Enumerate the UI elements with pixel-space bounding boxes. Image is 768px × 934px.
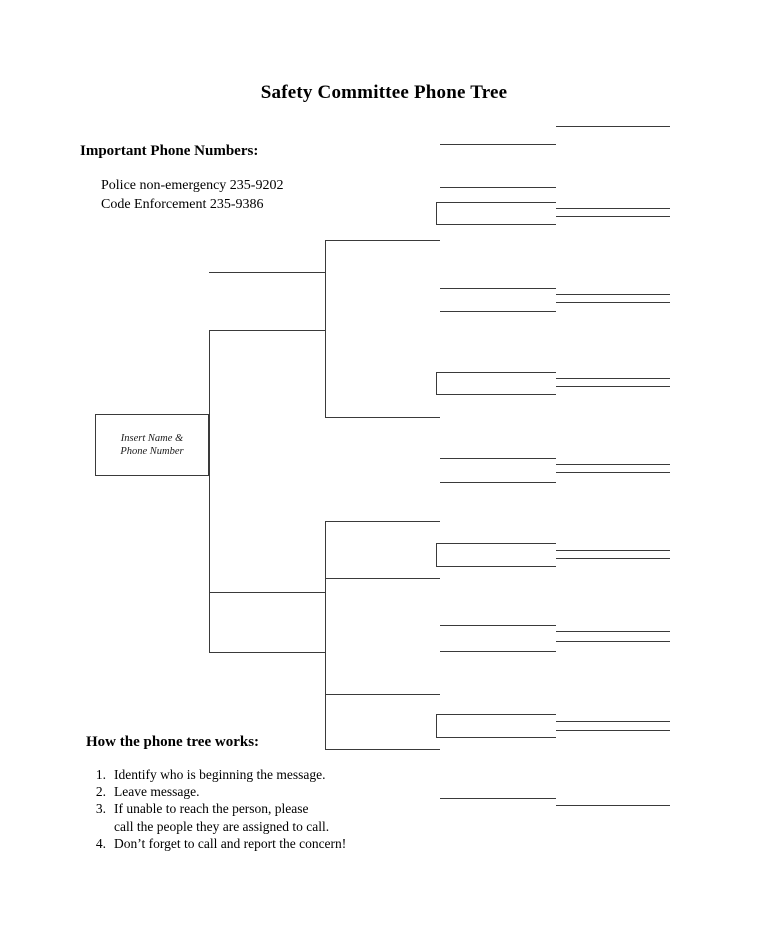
list-item-number: 4.	[95, 835, 106, 851]
writein-line-l3[interactable]	[436, 224, 556, 225]
writein-line-l4[interactable]	[556, 126, 670, 127]
writein-line-l3[interactable]	[440, 311, 556, 312]
writein-line-l4[interactable]	[556, 208, 670, 209]
list-item-number: 3.	[95, 801, 106, 817]
writein-line-l4[interactable]	[556, 631, 670, 632]
how-it-works-list: 1. Identify who is beginning the message…	[92, 766, 346, 852]
writein-line-l2[interactable]	[325, 694, 440, 695]
writein-line-l3[interactable]	[440, 288, 556, 289]
writein-line-l4[interactable]	[556, 550, 670, 551]
writein-line-l1[interactable]	[209, 652, 325, 653]
how-it-works-heading: How the phone tree works:	[86, 734, 260, 750]
important-phone-numbers-heading: Important Phone Numbers:	[80, 143, 259, 159]
list-item-text: If unable to reach the person, please ca…	[114, 801, 330, 834]
writein-line-l3[interactable]	[436, 372, 556, 373]
writein-line-l4[interactable]	[556, 464, 670, 465]
writein-line-l4[interactable]	[556, 378, 670, 379]
writein-line-l1[interactable]	[209, 272, 325, 273]
list-item-text: Don’t forget to call and report the conc…	[114, 835, 347, 851]
writein-line-l3[interactable]	[440, 458, 556, 459]
writein-line-l3[interactable]	[440, 482, 556, 483]
writein-line-l3[interactable]	[440, 144, 556, 145]
writein-line-l4[interactable]	[556, 386, 670, 387]
page-title: Safety Committee Phone Tree	[260, 82, 508, 103]
writein-line-l4[interactable]	[556, 216, 670, 217]
writein-line-l4[interactable]	[556, 730, 670, 731]
writein-line-l4[interactable]	[556, 302, 670, 303]
writein-line-l3[interactable]	[436, 394, 556, 395]
writein-line-l3[interactable]	[440, 187, 556, 188]
writein-line-l2[interactable]	[325, 417, 440, 418]
writein-line-l3[interactable]	[436, 543, 556, 544]
list-item: 2. Leave message.	[92, 783, 346, 800]
writein-line-l4[interactable]	[556, 472, 670, 473]
branch-connector	[436, 372, 437, 394]
writein-line-l3[interactable]	[440, 798, 556, 799]
branch-stub	[209, 592, 325, 593]
branch-connector-upper	[325, 240, 326, 417]
writein-line-l2[interactable]	[325, 521, 440, 522]
list-item: 1. Identify who is beginning the message…	[92, 766, 346, 783]
writein-line-l2[interactable]	[325, 240, 440, 241]
writein-line-l2[interactable]	[325, 578, 440, 579]
writein-line-l3[interactable]	[436, 737, 556, 738]
writein-line-l3[interactable]	[436, 714, 556, 715]
phone-number-entry: Code Enforcement 235-9386	[101, 197, 264, 212]
list-item-number: 2.	[95, 784, 106, 800]
branch-connector-lower	[325, 521, 326, 749]
list-item-text: Leave message.	[114, 784, 200, 800]
root-node-label: Insert Name & Phone Number	[120, 433, 184, 457]
list-item: 4. Don’t forget to call and report the c…	[92, 835, 346, 852]
list-item-number: 1.	[95, 767, 106, 782]
writein-line-l3[interactable]	[440, 625, 556, 626]
important-phone-numbers-list: Police non-emergency 235-9202 Code Enfor…	[101, 176, 283, 214]
writein-line-l4[interactable]	[556, 721, 670, 722]
trunk-connector-main	[209, 330, 210, 652]
root-node-box[interactable]: Insert Name & Phone Number	[95, 414, 209, 476]
writein-line-l3[interactable]	[436, 202, 556, 203]
list-item: 3. If unable to reach the person, please…	[92, 800, 346, 834]
writein-line-l3[interactable]	[440, 651, 556, 652]
branch-connector	[436, 543, 437, 566]
writein-line-l4[interactable]	[556, 558, 670, 559]
branch-connector	[436, 714, 437, 737]
writein-line-l4[interactable]	[556, 805, 670, 806]
phone-number-entry: Police non-emergency 235-9202	[101, 178, 284, 193]
branch-stub	[209, 330, 325, 331]
branch-connector	[436, 202, 437, 224]
writein-line-l4[interactable]	[556, 641, 670, 642]
writein-line-l3[interactable]	[436, 566, 556, 567]
writein-line-l2[interactable]	[325, 749, 440, 750]
writein-line-l4[interactable]	[556, 294, 670, 295]
list-item-text: Identify who is beginning the message.	[114, 767, 326, 782]
